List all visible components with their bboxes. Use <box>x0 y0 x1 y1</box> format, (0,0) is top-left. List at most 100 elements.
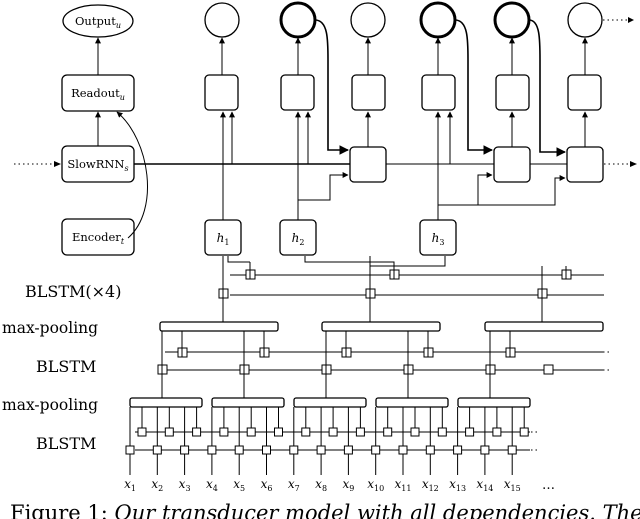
caption-lead: Figure 1: <box>10 501 115 519</box>
blstm-cell <box>125 445 135 455</box>
readout-cell <box>280 74 315 111</box>
blstm-cell <box>437 427 447 437</box>
input-label: x15 <box>504 477 521 493</box>
input-connector <box>429 407 443 475</box>
blstm-cell <box>137 427 147 437</box>
input-connector <box>184 407 198 475</box>
maxpool-bottom-label: max-pooling <box>2 396 98 414</box>
input-connector <box>347 407 361 475</box>
input-connector <box>293 407 307 475</box>
blstm-cell <box>219 427 229 437</box>
input-label: x1 <box>124 477 136 493</box>
output-circle <box>350 2 386 38</box>
blstm-cell <box>519 427 529 437</box>
maxpool-bar <box>293 397 367 408</box>
blstm-cell <box>180 445 190 455</box>
blstm-bottom-row <box>125 407 540 475</box>
blstm-cell <box>383 427 393 437</box>
maxpool-bar <box>375 397 449 408</box>
slowrnn-cell <box>349 146 387 183</box>
readout-cell <box>567 74 602 111</box>
blstm-cell <box>234 445 244 455</box>
input-connector <box>511 407 525 475</box>
blstm-x4-row <box>218 256 604 322</box>
maxpool-bar <box>129 397 203 408</box>
layer-labels: BLSTM(×4) max-pooling BLSTM max-pooling … <box>2 282 121 453</box>
encoder-h-boxes: h1 h2 h3 <box>204 111 566 256</box>
readout-cell <box>204 74 239 111</box>
blstm-cell <box>507 445 517 455</box>
blstm-cell <box>164 427 174 437</box>
slowrnn-label: SlowRNNs <box>67 157 128 173</box>
input-label: x3 <box>179 477 191 493</box>
maxpool-bar <box>321 321 441 332</box>
slowrnn-cell <box>493 146 531 183</box>
encoder-label: Encodert <box>72 230 125 246</box>
input-connector <box>320 407 334 475</box>
output-circle-emitted <box>493 1 531 39</box>
input-label: x9 <box>342 477 354 493</box>
input-connector <box>484 407 498 475</box>
blstm-cell <box>152 445 162 455</box>
maxpool-bar <box>457 397 531 408</box>
blstm-mid-label: BLSTM <box>36 357 96 376</box>
blstm-cell <box>207 445 217 455</box>
blstm-cell <box>355 427 365 437</box>
input-label: x7 <box>288 477 300 493</box>
blstm-cell <box>246 427 256 437</box>
readout-boxes <box>204 37 602 111</box>
input-connector <box>238 407 252 475</box>
readout-cell <box>351 74 386 111</box>
output-circle <box>567 2 603 38</box>
blstm-cell <box>274 427 283 437</box>
output-node <box>62 4 134 38</box>
encoder-box <box>61 218 135 256</box>
blstm-cell <box>453 445 463 455</box>
blstm-cell <box>492 427 502 437</box>
blstm-cell <box>316 445 326 455</box>
blstm-cell <box>343 445 353 455</box>
input-label: x5 <box>233 477 245 493</box>
h3-label: h3 <box>432 231 445 247</box>
h2-label: h2 <box>292 231 305 247</box>
input-label: x10 <box>367 477 384 493</box>
blstm-cell <box>425 445 435 455</box>
blstm-cell <box>328 427 338 437</box>
caption-text: Our transducer model with all dependenci… <box>114 501 640 519</box>
blstm-cell <box>371 445 381 455</box>
blstm-x4-label: BLSTM(×4) <box>25 282 121 301</box>
blstm-mid-row <box>157 331 610 398</box>
input-connector <box>156 407 170 475</box>
blstm-cell <box>301 427 311 437</box>
blstm-cell <box>192 427 202 437</box>
input-connector <box>375 407 389 475</box>
input-connector <box>211 407 225 475</box>
blstm-cell <box>465 427 475 437</box>
slowrnn-cells <box>229 19 604 183</box>
input-label: x11 <box>395 477 412 493</box>
output-circles <box>204 1 634 39</box>
left-column: Outputu Readoutu SlowRNNs Encodert <box>61 4 148 256</box>
input-label: x6 <box>261 477 273 493</box>
figure-caption: Figure 1: Our transducer model with all … <box>10 500 640 519</box>
readout-cell <box>495 74 530 111</box>
blstm-cell <box>410 427 420 437</box>
readout-cell <box>421 74 456 111</box>
slowrnn-line <box>14 161 637 167</box>
input-connector <box>266 407 279 475</box>
blstm-bottom-label: BLSTM <box>36 434 96 453</box>
h1-label: h1 <box>217 231 230 247</box>
blstm-cell <box>398 445 408 455</box>
maxpool-top-label: max-pooling <box>2 319 98 337</box>
input-connector <box>457 407 471 475</box>
input-label: x12 <box>422 477 439 493</box>
readout-label: Readoutu <box>71 86 125 102</box>
input-ellipsis: … <box>542 478 555 493</box>
input-connector <box>129 407 143 475</box>
maxpool-bottom-bars <box>129 397 531 408</box>
blstm-cell <box>262 445 271 455</box>
blstm-cell <box>480 445 490 455</box>
input-label: x4 <box>206 477 218 493</box>
